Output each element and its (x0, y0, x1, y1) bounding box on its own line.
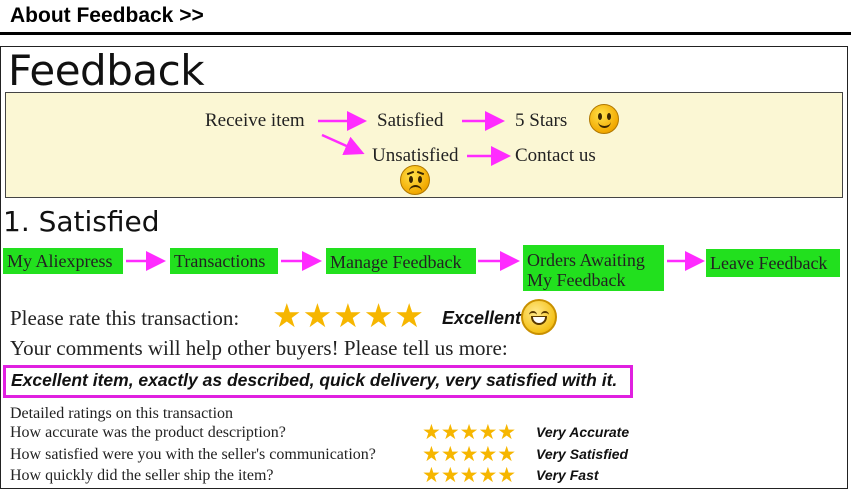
comment-input[interactable] (3, 365, 633, 398)
detailed-label: Very Accurate (536, 424, 630, 440)
frown-icon (400, 165, 430, 195)
flow-satisfied: Satisfied (377, 110, 444, 131)
step-transactions[interactable]: Transactions (170, 248, 278, 274)
arrow-down-right-icon (321, 133, 365, 156)
detailed-question: How accurate was the product description… (10, 424, 286, 441)
step-orders-awaiting-feedback[interactable]: Orders Awaiting My Feedback (523, 245, 664, 291)
flow-five-stars: 5 Stars (515, 110, 568, 131)
detailed-question: How satisfied were you with the seller's… (10, 446, 376, 463)
smiley-icon (589, 104, 619, 134)
detailed-stars[interactable]: ★★★★★ (422, 421, 517, 444)
rating-stars[interactable]: ★★★★★ (272, 297, 425, 334)
header-divider (0, 32, 851, 35)
rate-prompt: Please rate this transaction: (10, 306, 240, 330)
flow-unsatisfied: Unsatisfied (372, 145, 459, 166)
comments-prompt: Your comments will help other buyers! Pl… (10, 336, 508, 360)
step-orders-awaiting-line2: My Feedback (527, 270, 626, 290)
step-leave-feedback[interactable]: Leave Feedback (706, 249, 840, 277)
detailed-question: How quickly did the seller ship the item… (10, 467, 274, 484)
page-title: Feedback (8, 46, 205, 95)
about-feedback-link[interactable]: About Feedback >> (10, 4, 204, 27)
step-manage-feedback[interactable]: Manage Feedback (326, 248, 476, 274)
flow-receive-item: Receive item (205, 110, 305, 131)
content-frame (0, 46, 848, 489)
section-title: 1. Satisfied (3, 205, 160, 238)
step-my-aliexpress[interactable]: My Aliexpress (3, 248, 123, 274)
rating-label: Excellent (442, 308, 522, 328)
detailed-label: Very Satisfied (536, 446, 629, 462)
detailed-stars[interactable]: ★★★★★ (422, 443, 517, 466)
detailed-label: Very Fast (536, 467, 599, 483)
detailed-heading: Detailed ratings on this transaction (10, 405, 234, 422)
detailed-stars[interactable]: ★★★★★ (422, 464, 517, 487)
comment-text: Excellent item, exactly as described, qu… (11, 370, 618, 390)
step-orders-awaiting-line1: Orders Awaiting (527, 250, 645, 270)
flow-contact-us: Contact us (515, 145, 596, 166)
grin-icon (521, 299, 557, 335)
